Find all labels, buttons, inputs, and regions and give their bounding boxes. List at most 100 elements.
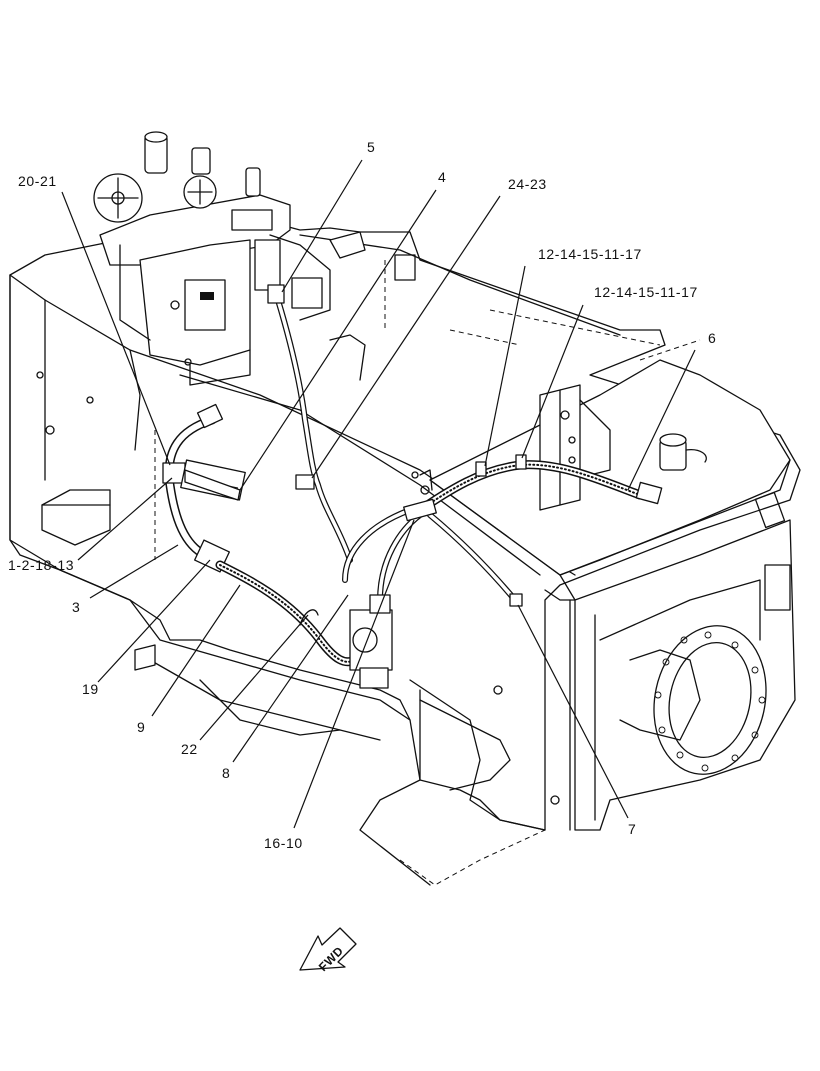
- check-valve-port: [369, 594, 391, 614]
- hidden-line: [489, 309, 661, 346]
- flange-housing: [619, 649, 701, 741]
- deck-fitting: [394, 254, 416, 281]
- hidden-outline: [399, 829, 546, 886]
- left-plate-edge: [9, 274, 131, 601]
- bolt: [184, 358, 192, 366]
- leader-6: [627, 349, 696, 491]
- tab: [419, 469, 433, 491]
- handwheel-hub: [111, 191, 125, 205]
- forward-direction-arrow: FWD: [299, 927, 357, 974]
- check-valve-cap: [352, 627, 378, 653]
- post-hole: [568, 456, 576, 464]
- valve-housing: [269, 234, 331, 321]
- bolt: [45, 425, 55, 435]
- recess: [419, 699, 511, 791]
- bolt: [493, 685, 503, 695]
- callout-3: 3: [72, 599, 80, 615]
- line-fitting: [509, 593, 523, 607]
- leader-3: [89, 544, 179, 599]
- right-deck-side: [559, 459, 791, 576]
- callout-labels: 5 4 20-21 24-23 12-14-15-11-17 12-14-15-…: [8, 139, 716, 851]
- valve-port-box: [291, 277, 323, 309]
- leader-7: [517, 604, 629, 819]
- breather-tube: [685, 449, 707, 463]
- top-cylinder-cap: [144, 131, 168, 143]
- flange-inner: [668, 642, 752, 758]
- leader-22: [199, 614, 309, 741]
- side-plate: [754, 491, 786, 529]
- valve-bracket: [119, 244, 151, 341]
- drain-hose-braid: [219, 564, 356, 663]
- bolt: [170, 300, 180, 310]
- callout-16-10: 16-10: [264, 835, 303, 851]
- leader-lines: [61, 159, 696, 829]
- stop-block: [134, 644, 156, 671]
- callout-1-2-18-13: 1-2-18-13: [8, 557, 74, 573]
- callout-8: 8: [222, 765, 230, 781]
- fwd-arrow-shape: [299, 927, 357, 971]
- hose-clip: [299, 609, 319, 626]
- bolt: [86, 396, 94, 404]
- leader-1-2-18-13: [77, 477, 173, 561]
- lower-bracket: [199, 679, 341, 736]
- line-clip: [295, 474, 315, 490]
- leader-12-a: [484, 265, 526, 467]
- callout-6: 6: [708, 330, 716, 346]
- lower-edge: [129, 599, 411, 721]
- deck-block: [329, 231, 366, 259]
- post-bracket: [579, 399, 611, 476]
- bolt: [411, 471, 419, 479]
- valve-cap: [231, 209, 273, 231]
- post-hole: [560, 410, 570, 420]
- callout-4: 4: [438, 169, 446, 185]
- deck-edge-lower: [179, 374, 541, 576]
- callout-7: 7: [628, 821, 636, 837]
- callout-20-21: 20-21: [18, 173, 57, 189]
- breather-cap: [659, 433, 687, 447]
- branch-line-inner: [343, 508, 412, 582]
- tee-fitting: [403, 498, 437, 522]
- callout-19: 19: [82, 681, 99, 697]
- top-cylinder: [245, 167, 261, 197]
- hose-clamp: [515, 454, 527, 470]
- callout-12-14-15-11-17-b: 12-14-15-11-17: [594, 284, 698, 300]
- pilot-line-inner: [276, 298, 352, 562]
- bolt: [550, 795, 560, 805]
- callout-24-23: 24-23: [508, 176, 547, 192]
- leader-4: [239, 189, 437, 491]
- flange-bolts: [654, 631, 766, 772]
- tube-end-fitting: [196, 403, 224, 429]
- rear-plate-lower: [359, 689, 431, 886]
- bolt: [420, 485, 430, 495]
- valve-port: [200, 292, 214, 300]
- leader-12-b: [521, 304, 584, 459]
- leader-19: [97, 559, 211, 683]
- hidden-line: [449, 329, 521, 346]
- post-hole: [568, 436, 576, 444]
- hose-end-fitting: [635, 481, 663, 505]
- line-fitting: [267, 284, 285, 304]
- strap: [184, 469, 241, 501]
- box-recess: [599, 579, 761, 641]
- valve-foot: [189, 349, 251, 386]
- leader-20-21: [61, 191, 171, 466]
- callout-9: 9: [137, 719, 145, 735]
- return-line-inner: [428, 513, 517, 602]
- check-valve-base: [359, 667, 389, 689]
- valve-side: [254, 239, 281, 291]
- hidden-line: [639, 339, 701, 361]
- side-plate: [764, 564, 791, 611]
- rear-plate: [409, 679, 546, 831]
- hose-clamp: [475, 461, 487, 477]
- valve-assembly: [93, 131, 331, 386]
- leader-24-23: [311, 195, 501, 479]
- leader-9: [151, 584, 241, 717]
- top-cylinder: [191, 147, 211, 175]
- callout-12-14-15-11-17-a: 12-14-15-11-17: [538, 246, 642, 262]
- valve-block: [184, 279, 226, 331]
- hose-routing: [162, 284, 707, 689]
- bolt: [36, 371, 44, 379]
- leader-16-10: [293, 519, 415, 829]
